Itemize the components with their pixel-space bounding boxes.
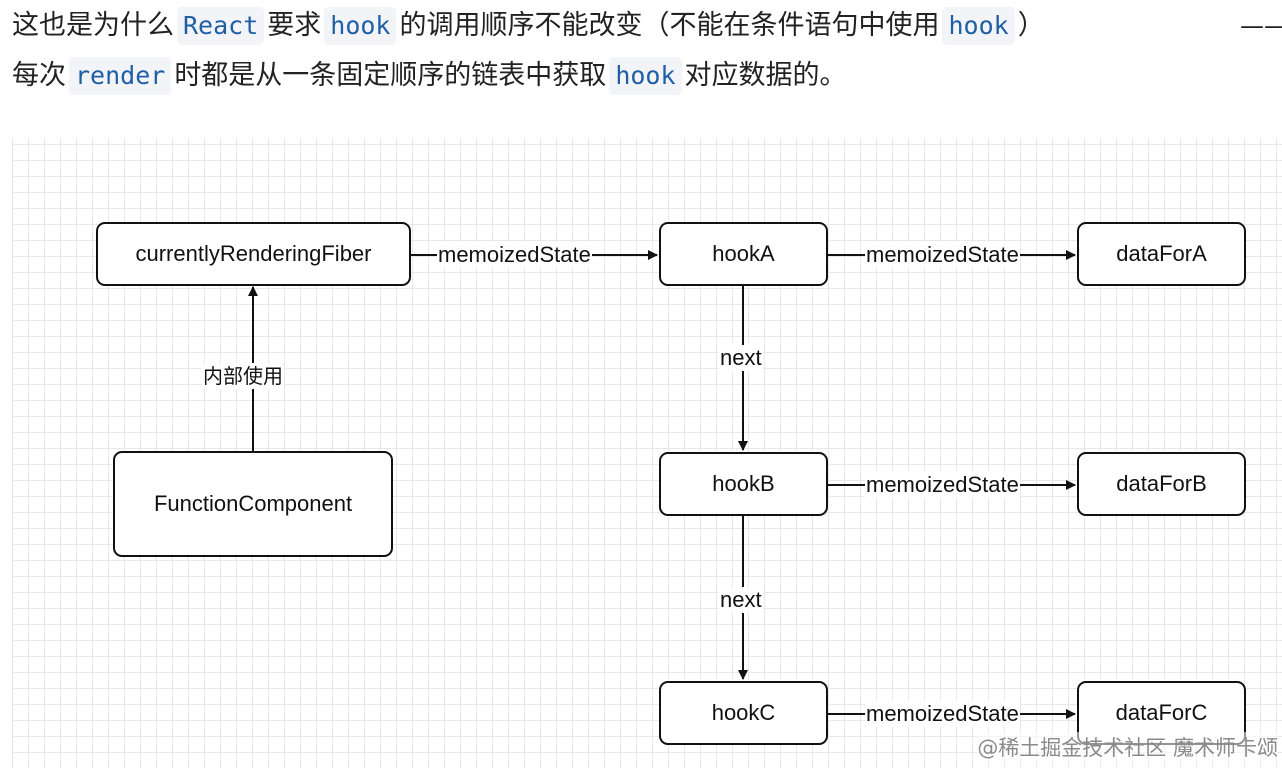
text-segment: ） xyxy=(1017,10,1045,41)
edge-label-memoizedstate: memoizedState xyxy=(865,472,1020,498)
edge-label-memoizedstate: memoizedState xyxy=(865,701,1020,727)
node-function-component: FunctionComponent xyxy=(113,451,393,557)
text-segment: 要求 xyxy=(267,10,322,41)
watermark: @稀土掘金技术社区 魔术师卡颂 xyxy=(977,732,1278,762)
edge-label-next: next xyxy=(719,587,763,613)
node-currently-rendering-fiber: currentlyRenderingFiber xyxy=(96,222,411,286)
inline-code-react: React xyxy=(177,7,265,45)
node-hookA: hookA xyxy=(659,222,828,286)
edge-label-next: next xyxy=(719,345,763,371)
text-segment: 每次 xyxy=(12,60,66,91)
inline-code-hook: hook xyxy=(324,7,397,45)
edge-label-memoizedstate: memoizedState xyxy=(865,242,1020,268)
text-segment: 时都是从一条固定顺序的链表中获取 xyxy=(174,60,607,91)
hooks-linked-list-diagram: currentlyRenderingFiber FunctionComponen… xyxy=(12,138,1282,768)
em-dash: —— xyxy=(1240,12,1282,40)
edge-label-memoizedstate: memoizedState xyxy=(437,242,592,268)
text-segment: 对应数据的。 xyxy=(684,60,847,91)
node-hookC: hookC xyxy=(659,681,828,745)
text-segment: 的调用顺序不能改变（不能在条件语句中使用 xyxy=(399,10,940,41)
edge-label-internal-use: 内部使用 xyxy=(202,363,284,389)
inline-code-hook: hook xyxy=(942,7,1015,45)
node-dataForA: dataForA xyxy=(1077,222,1246,286)
node-dataForB: dataForB xyxy=(1077,452,1246,516)
inline-code-render: render xyxy=(69,57,172,95)
text-segment: 这也是为什么 xyxy=(12,10,174,41)
inline-code-hook: hook xyxy=(609,57,682,95)
node-hookB: hookB xyxy=(659,452,828,516)
